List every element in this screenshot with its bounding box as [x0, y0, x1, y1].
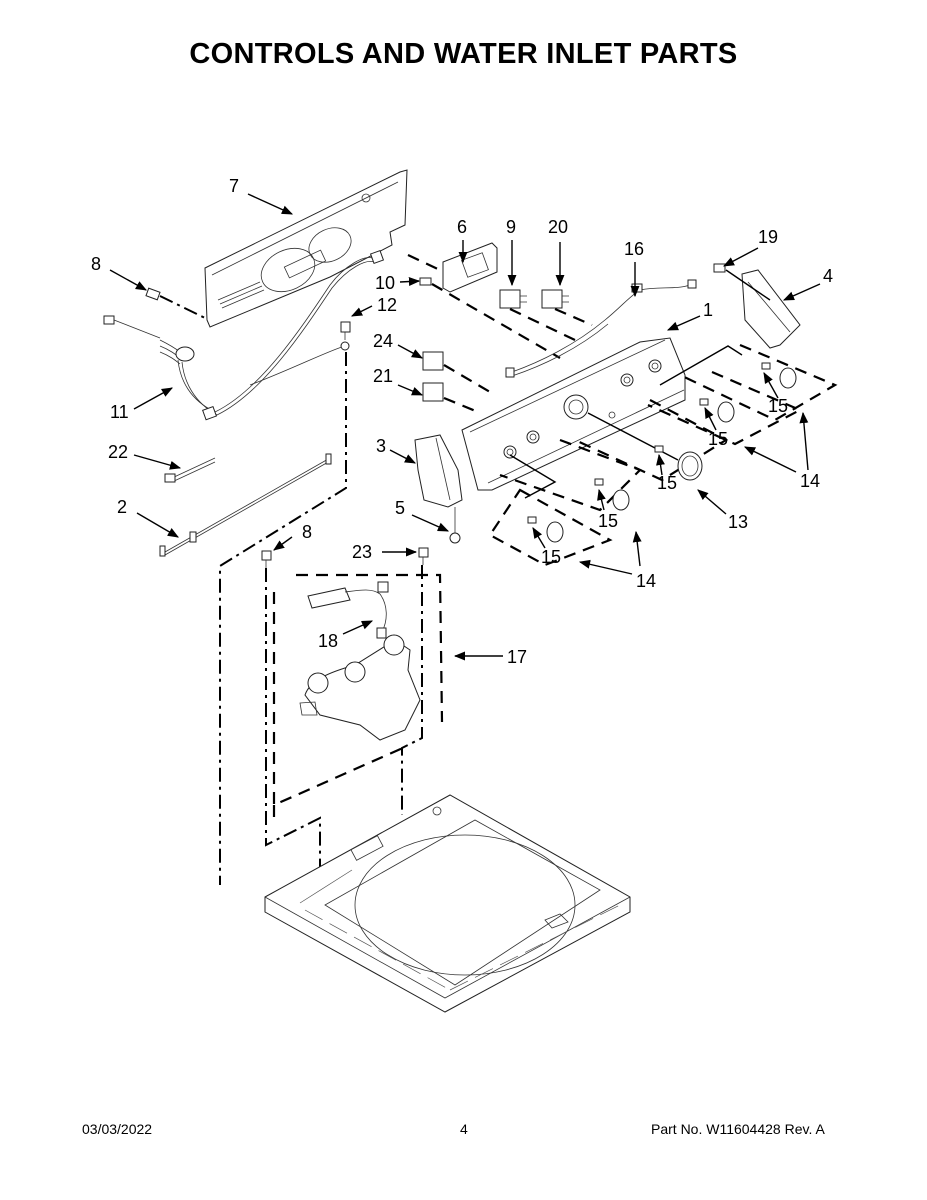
callout-10: 10 — [375, 273, 395, 293]
callout-2: 2 — [117, 497, 127, 517]
callout-13: 13 — [728, 512, 748, 532]
part-7-console-rear-panel — [204, 169, 408, 328]
part-12-screw — [219, 321, 351, 885]
callout-3: 3 — [376, 436, 386, 456]
part-4-end-cap — [713, 263, 801, 349]
callout-14-upper: 14 — [800, 471, 820, 491]
callout-21: 21 — [373, 366, 393, 386]
callout-9: 9 — [506, 217, 516, 237]
callout-19: 19 — [758, 227, 778, 247]
callout-15: 15 — [768, 396, 788, 416]
washer-top-cabinet — [264, 794, 631, 1013]
callout-1: 1 — [703, 300, 713, 320]
part-23-screw — [401, 547, 429, 815]
callout-23: 23 — [352, 542, 372, 562]
part-17-valve-assembly — [272, 573, 444, 818]
callout-20: 20 — [548, 217, 568, 237]
part-18-valve-harness — [307, 581, 389, 639]
part-21-switch — [422, 382, 479, 414]
part-2-wire-rod — [159, 453, 332, 557]
callout-12: 12 — [377, 295, 397, 315]
callout-6: 6 — [457, 217, 467, 237]
callout-18: 18 — [318, 631, 338, 651]
footer-date: 03/03/2022 — [82, 1121, 153, 1137]
footer-page-number: 4 — [460, 1121, 468, 1137]
callout-22: 22 — [108, 442, 128, 462]
callout-15: 15 — [657, 473, 677, 493]
part-8-screw-lower — [261, 550, 321, 890]
callout-7: 7 — [229, 176, 239, 196]
callout-15: 15 — [598, 511, 618, 531]
callout-24: 24 — [373, 331, 393, 351]
part-8-screw-top — [145, 287, 206, 319]
footer-part-number: Part No. W11604428 Rev. A — [651, 1121, 825, 1137]
part-1-console — [461, 337, 686, 491]
callout-16: 16 — [624, 239, 644, 259]
part-9-switch — [499, 289, 576, 341]
part-11-harness — [103, 249, 385, 421]
callout-15: 15 — [708, 429, 728, 449]
part-20-switch — [541, 289, 593, 327]
callout-11: 11 — [110, 402, 129, 422]
part-6-control-board — [407, 242, 498, 293]
callout-5: 5 — [395, 498, 405, 518]
part-15-knobs — [527, 362, 797, 543]
callout-4: 4 — [823, 266, 833, 286]
part-10-screw — [419, 277, 561, 359]
part-3-side-cap — [414, 434, 463, 508]
page-title: CONTROLS AND WATER INLET PARTS — [189, 38, 738, 70]
part-24-switch — [422, 351, 491, 393]
callout-8: 8 — [91, 254, 101, 274]
callout-14-lower: 14 — [636, 571, 656, 591]
leader-lines — [109, 193, 821, 661]
part-22-cable-tie — [164, 457, 216, 483]
callout-8-lower: 8 — [302, 522, 312, 542]
callout-labels: 7 8 6 9 20 16 19 4 10 12 1 24 21 11 22 3… — [91, 176, 833, 667]
callout-15: 15 — [541, 547, 561, 567]
callout-17: 17 — [507, 647, 527, 667]
part-5-clip — [449, 507, 461, 544]
